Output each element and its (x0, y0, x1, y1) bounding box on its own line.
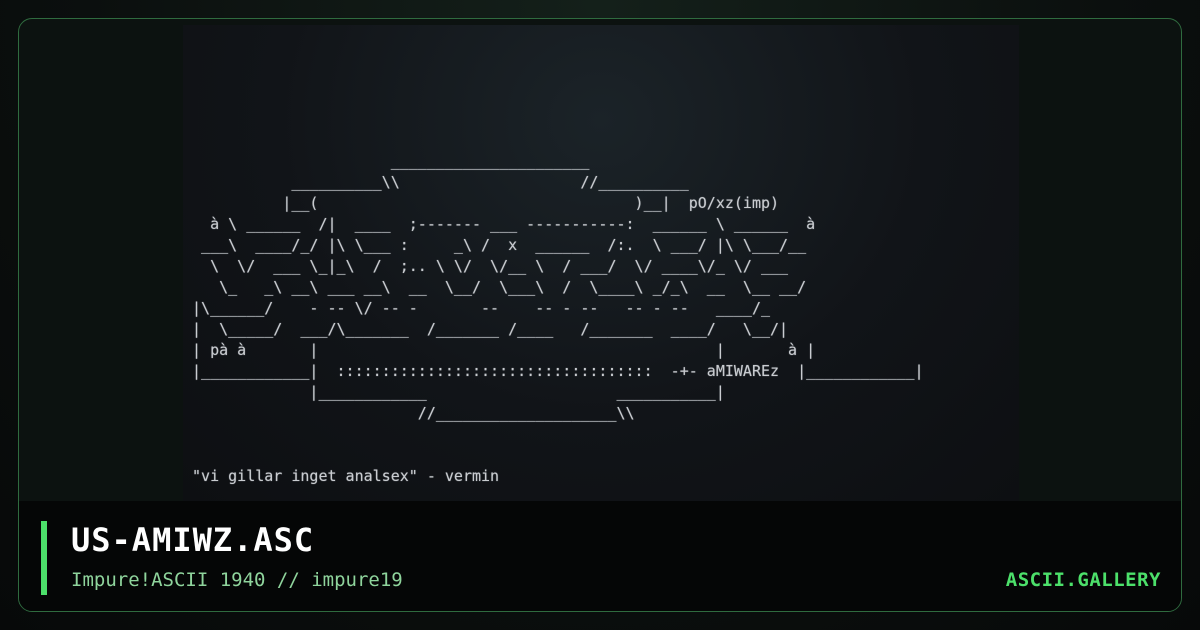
ascii-art-line: ___\ ____/_/ |\ \___ : _\ / x ______ /:.… (183, 236, 807, 254)
ascii-art-preview[interactable]: ______________________ __________\\ //__… (183, 25, 1019, 501)
site-brand-link[interactable]: ASCII.GALLERY (1005, 569, 1161, 591)
artwork-card: ______________________ __________\\ //__… (18, 18, 1182, 612)
ascii-art-line: |\______/ - -- \/ -- - -- -- - -- -- - -… (183, 299, 770, 317)
ascii-art-line: |____________| :::::::::::::::::::::::::… (183, 362, 924, 380)
ascii-art-line (183, 67, 924, 88)
ascii-art-line: \_ _\ __\ ___ __\ __ \__/ \___\ / \____\… (183, 278, 807, 296)
ascii-art-line (183, 46, 924, 67)
footer-bar: US-AMIWZ.ASC Impure!ASCII 1940 // impure… (19, 501, 1181, 611)
ascii-art-line: ______________________ (183, 152, 590, 170)
ascii-art-line (183, 25, 924, 46)
ascii-art-line: "vi gillar inget analsex" - vermin (183, 467, 500, 485)
ascii-art-line: \ \/ ___ \_|_\ / ;.. \ \/ \/__ \ / ___/ … (183, 257, 789, 275)
accent-bar (41, 521, 47, 595)
ascii-art-line: |____________ ___________| (183, 383, 725, 401)
ascii-art-line: | \_____/ ___/\_______ /_______ /____ /_… (183, 320, 789, 338)
ascii-art-line: à \ ______ /| ____ ;------- ___ --------… (183, 215, 816, 233)
file-title: US-AMIWZ.ASC (71, 521, 315, 559)
ascii-art-text: ______________________ __________\\ //__… (183, 25, 924, 487)
ascii-art-line (183, 109, 924, 130)
ascii-art-line (183, 445, 924, 466)
ascii-art-line (183, 130, 924, 151)
ascii-art-line: //____________________\\ (183, 404, 635, 422)
ascii-art-line (183, 424, 924, 445)
ascii-art-line: |__( )__| pO/xz(imp) (183, 194, 780, 212)
ascii-art-line (183, 88, 924, 109)
ascii-art-line: | pà à | | à | (183, 341, 816, 359)
artist-subtitle: Impure!ASCII 1940 // impure19 (71, 569, 403, 591)
ascii-art-line: __________\\ //__________ (183, 173, 689, 191)
